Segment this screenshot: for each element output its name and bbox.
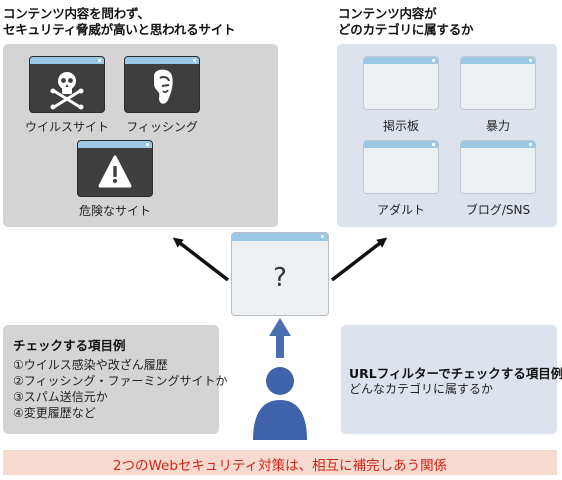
dangerous-site-label: 危険なサイト — [78, 204, 151, 218]
arrow-to-category-panel — [330, 237, 388, 282]
category-label-bbs: 掲示板 — [382, 119, 419, 133]
url-filter-title: URLフィルターでチェックする項目例 — [349, 366, 562, 381]
category-label-adult: アダルト — [376, 203, 425, 217]
window-titlebar — [364, 141, 438, 148]
arrow-up — [269, 318, 291, 358]
summary-banner: 2つのWebセキュリティ対策は、相互に補完しあう関係 — [3, 450, 557, 475]
arrow-to-threat-panel — [172, 237, 230, 282]
skull-crossbones-icon — [50, 72, 84, 110]
threat-heading-line-2: セキュリティ脅威が高いと思われるサイト — [3, 22, 236, 37]
summary-banner-text: 2つのWebセキュリティ対策は、相互に補完しあう関係 — [112, 458, 448, 474]
check-item: ①ウイルス感染や改ざん履歴 — [13, 358, 168, 372]
category-heading: コンテンツ内容が どのカテゴリに属するか — [338, 6, 474, 38]
window-titlebar — [461, 57, 535, 64]
category-window-adult — [364, 141, 438, 193]
category-window-blog-sns — [461, 141, 535, 193]
category-window-bbs — [364, 57, 438, 109]
window-titlebar — [232, 233, 328, 241]
threat-heading-line-1: コンテンツ内容を問わず、 — [3, 6, 150, 21]
check-items-box: チェックする項目例 ①ウイルス感染や改ざん履歴 ②フィッシング・ファーミングサイ… — [3, 325, 228, 434]
window-titlebar — [461, 141, 535, 148]
category-label-blog-sns: ブログ/SNS — [465, 203, 531, 217]
window-titlebar — [30, 57, 104, 64]
phishing-label: フィッシング — [126, 120, 198, 134]
phishing-window — [125, 57, 199, 112]
window-titlebar — [125, 57, 199, 64]
category-heading-line-1: コンテンツ内容が — [338, 6, 437, 21]
person-icon — [253, 367, 307, 440]
question-mark: ? — [273, 263, 287, 293]
check-item: ④変更履歴など — [13, 406, 96, 420]
hooded-face-icon — [154, 69, 173, 104]
url-filter-subtitle: どんなカテゴリに属するか — [349, 382, 494, 396]
threat-heading: コンテンツ内容を問わず、 セキュリティ脅威が高いと思われるサイト — [3, 6, 236, 38]
dangerous-site-window — [78, 141, 152, 196]
virus-site-window — [30, 57, 104, 112]
check-item: ③スパム送信元か — [13, 390, 108, 404]
check-items-title: チェックする項目例 — [13, 338, 126, 353]
warning-icon — [98, 155, 132, 188]
window-titlebar — [78, 141, 152, 148]
check-item: ②フィッシング・ファーミングサイトか — [13, 374, 228, 388]
category-heading-line-2: どのカテゴリに属するか — [338, 22, 474, 37]
virus-site-label: ウイルスサイト — [24, 120, 109, 134]
category-label-violence: 暴力 — [485, 119, 510, 133]
window-titlebar — [364, 57, 438, 64]
category-panel: 掲示板 暴力 アダルト ブログ/SNS — [337, 44, 557, 227]
threat-sites-panel: ウイルスサイト フィッシング 危険なサイト — [3, 44, 278, 227]
unknown-site-window: ? — [232, 233, 328, 315]
url-filter-box: URLフィルターでチェックする項目例 どんなカテゴリに属するか — [341, 325, 562, 434]
category-window-violence — [461, 57, 535, 109]
